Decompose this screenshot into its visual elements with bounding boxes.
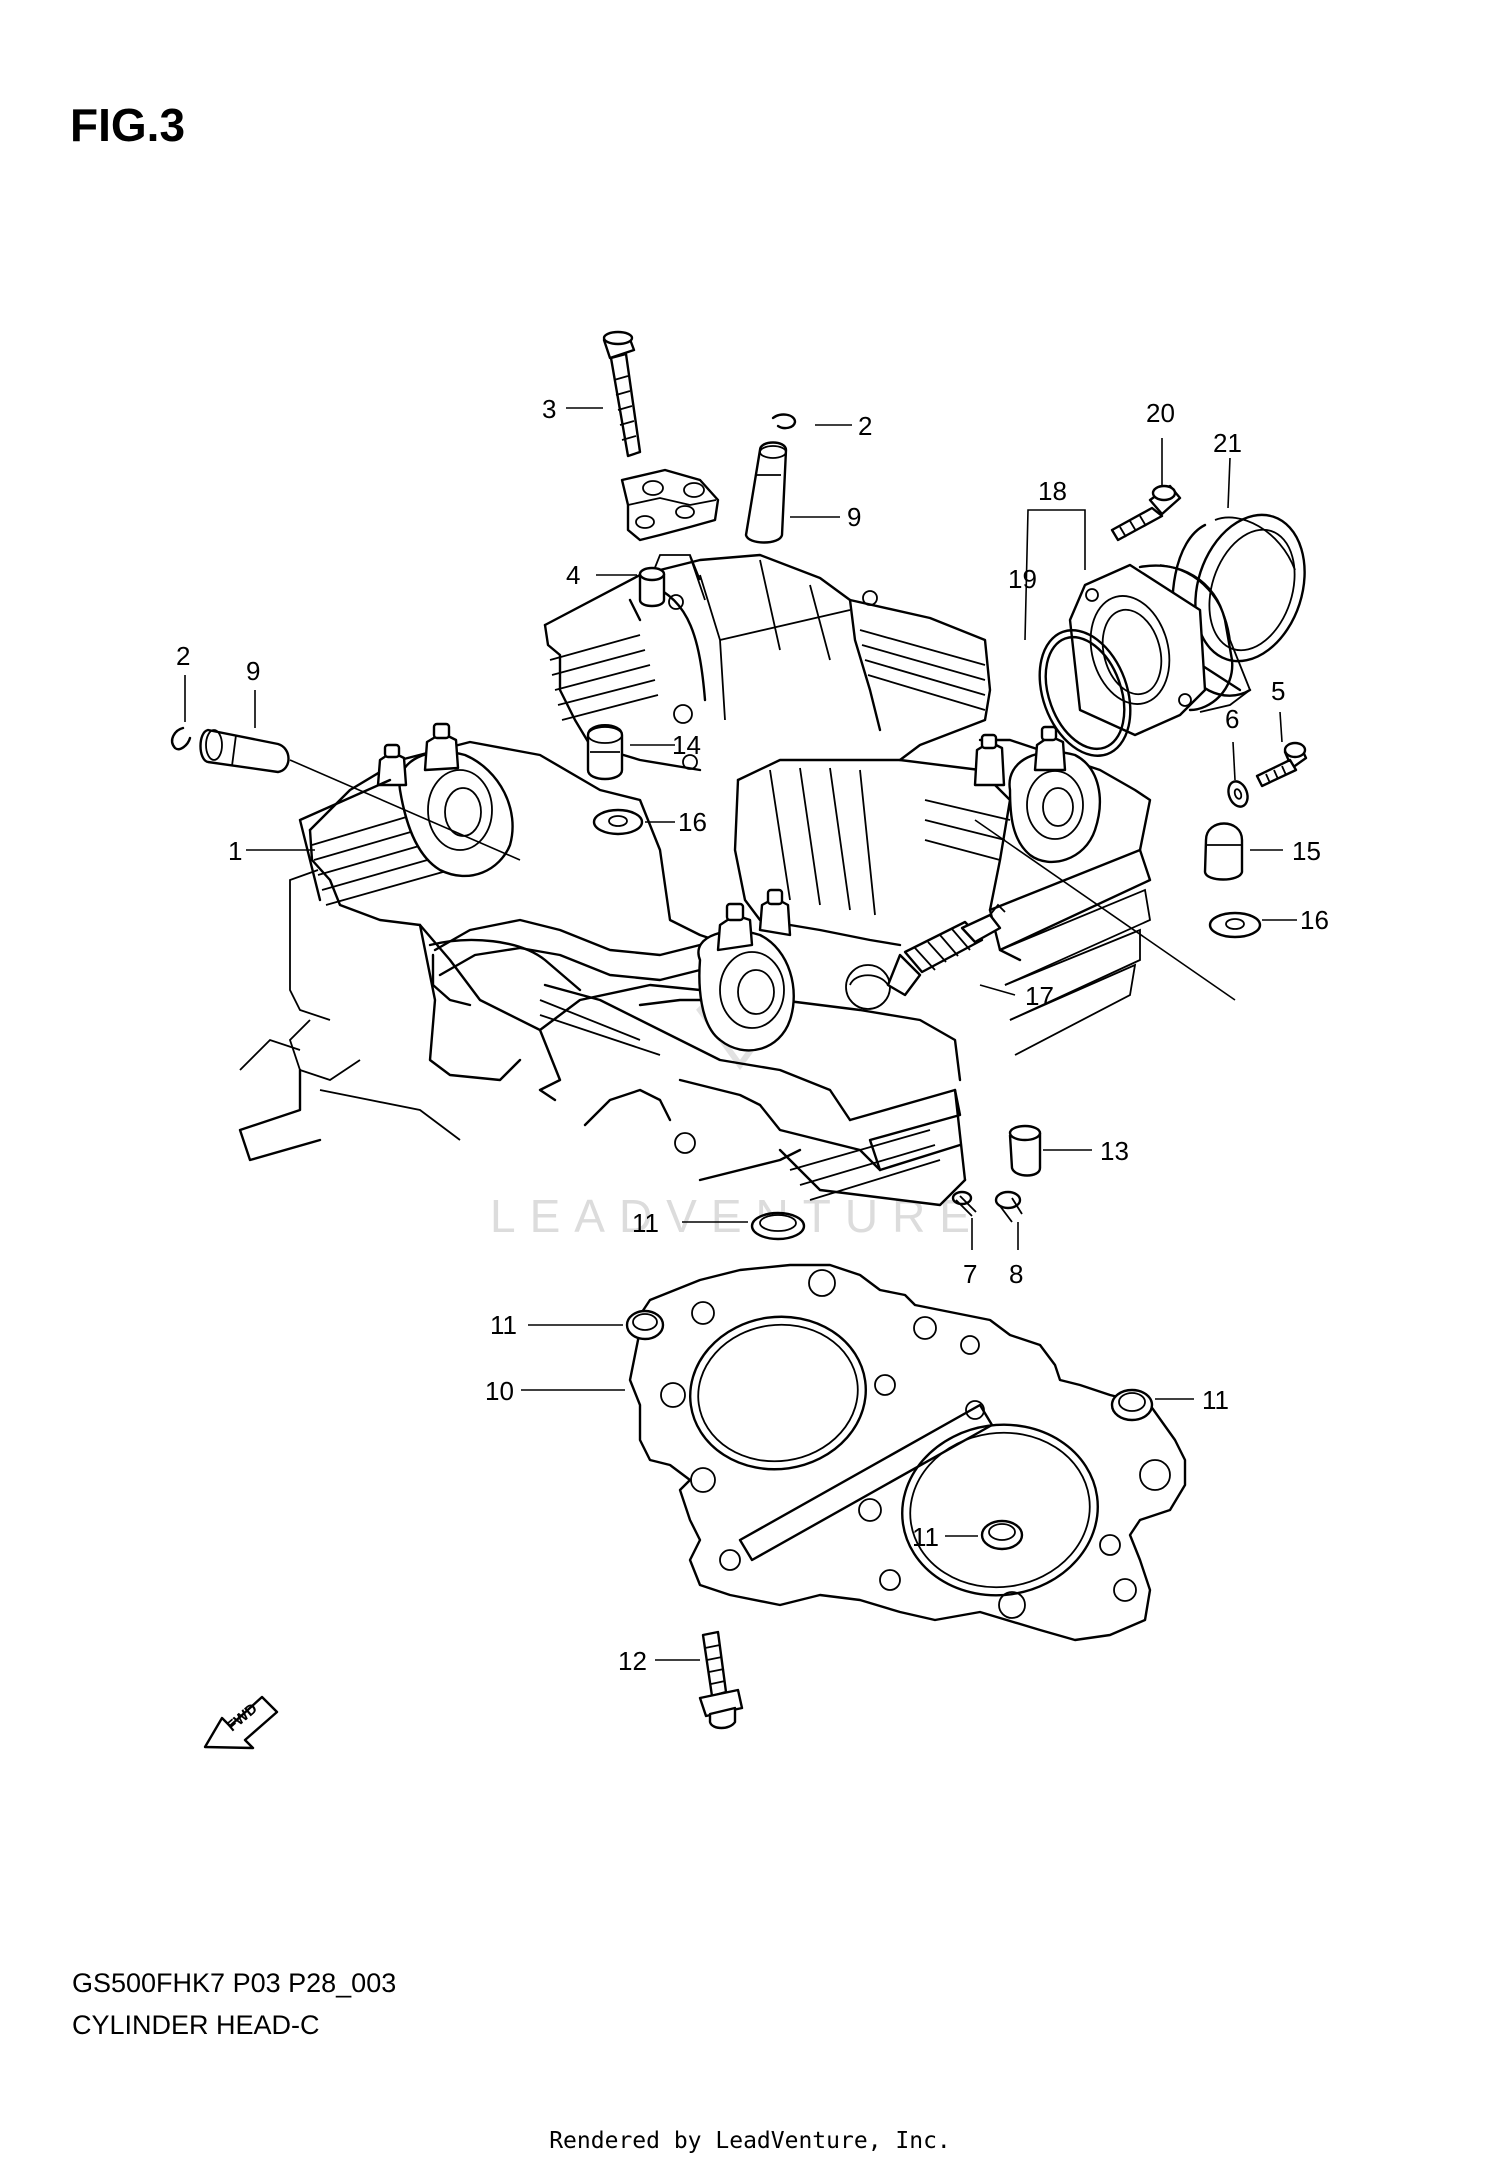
callout-14: 14 [672,730,701,760]
part-bolt-12 [698,1630,744,1730]
part-bolt-20 [1110,484,1182,542]
callout-4: 4 [566,560,580,590]
callout-8: 8 [1009,1259,1023,1289]
part-o-ring-11-bottom [980,1519,1024,1551]
part-washer-6 [1227,780,1249,808]
part-bolt-5 [1255,741,1308,788]
cylinder-head [238,553,1236,1207]
callout-9-top: 9 [847,502,861,532]
callout-11-bottom: 11 [912,1522,939,1552]
part-screw-8 [994,1190,1023,1223]
part-cap-9-left [199,728,290,774]
part-head-gasket-10 [628,1263,1187,1642]
callout-11-left: 11 [490,1310,517,1340]
watermark-text: LEADVENTURE [490,1190,984,1242]
callout-9-left: 9 [246,656,260,686]
callout-2-left: 2 [176,641,190,671]
figure-title: FIG.3 [70,99,186,151]
callout-12: 12 [618,1646,647,1676]
part-washer-16-upper [592,808,644,836]
callout-17: 17 [1025,981,1054,1011]
callout-21: 21 [1213,428,1242,458]
part-cam-bracket [620,468,720,542]
part-nut-14 [586,724,624,781]
callout-18: 18 [1038,476,1067,506]
callout-2-top: 2 [858,411,872,441]
part-bolt-3 [602,330,642,458]
part-clip-2-top [771,413,797,430]
callout-11-upper: 11 [632,1208,659,1238]
part-cap-nut-15 [1203,822,1244,881]
callout-13: 13 [1100,1136,1129,1166]
callout-16-lower: 16 [1300,905,1329,935]
part-spark-plug-17 [886,903,1006,997]
part-o-ring-11-right [1110,1388,1154,1422]
callout-16-upper: 16 [678,807,707,837]
part-dowel-13 [1008,1124,1042,1177]
part-screw-7 [951,1190,977,1217]
callout-11-right: 11 [1202,1385,1229,1415]
render-credit: Rendered by LeadVenture, Inc. [549,2128,951,2154]
callout-10: 10 [485,1376,514,1406]
callout-labels: 3 2 9 20 21 18 19 4 2 9 5 6 14 16 15 1 1… [176,394,1329,1676]
part-o-ring-11-left [625,1309,665,1341]
part-dowel-4 [638,566,666,608]
callout-19: 19 [1008,564,1037,594]
part-clip-2-left [170,726,192,751]
callout-5: 5 [1271,676,1285,706]
callout-3: 3 [542,394,556,424]
callout-20: 20 [1146,398,1175,428]
fwd-arrow-icon: FWD [203,1695,279,1750]
callout-15: 15 [1292,836,1321,866]
model-code: GS500FHK7 P03 P28_003 [72,1968,397,1998]
section-name: CYLINDER HEAD-C [72,2010,320,2040]
part-o-ring-19 [1038,629,1132,757]
callout-1: 1 [228,836,242,866]
callout-7: 7 [963,1259,977,1289]
part-o-ring-11-upper [750,1211,806,1241]
part-cap-9-top [744,441,788,544]
part-intake-assembly-18 [1068,563,1252,737]
callout-leaders [184,407,1297,1661]
part-washer-16-lower [1208,911,1262,939]
callout-6: 6 [1225,704,1239,734]
